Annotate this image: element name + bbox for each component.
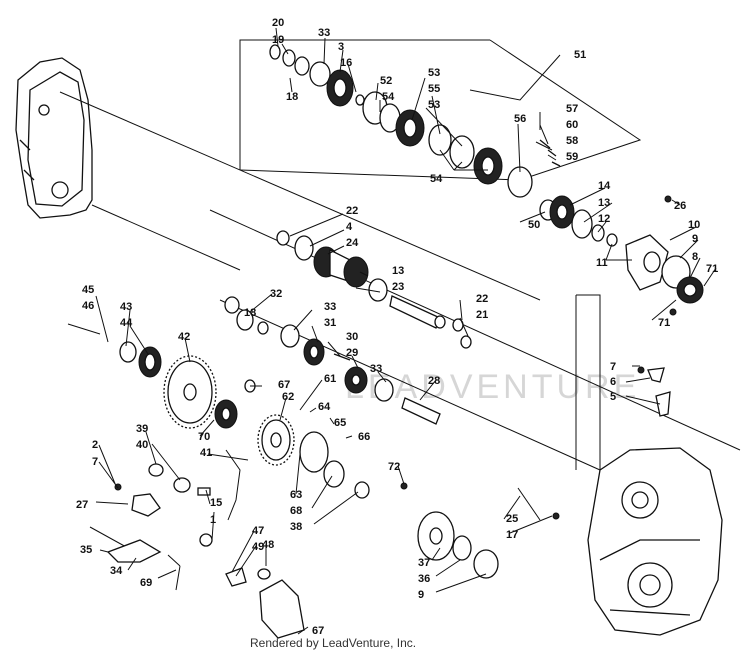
watermark: LEADVENTURE xyxy=(345,368,640,406)
part-number-label: 17 xyxy=(506,529,518,541)
middle-shaft xyxy=(276,230,446,329)
part-number-label: 59 xyxy=(566,151,578,163)
footer-credit: Rendered by LeadVenture, Inc. xyxy=(250,636,417,650)
part-number-label: 27 xyxy=(76,499,88,511)
part-number-label: 65 xyxy=(334,417,346,429)
part-number-label: 62 xyxy=(282,391,294,403)
part-number-label: 16 xyxy=(340,57,352,69)
part-number-label: 7 xyxy=(92,456,98,468)
part-number-label: 45 xyxy=(82,284,94,296)
part-number-label: 2 xyxy=(92,439,98,451)
part-number-label: 64 xyxy=(318,401,331,413)
part-number-label: 5 xyxy=(610,391,616,403)
part-number-label: 63 xyxy=(290,489,302,501)
part-number-label: 57 xyxy=(566,103,578,115)
part-number-label: 50 xyxy=(528,219,540,231)
left-case-housing xyxy=(15,57,93,219)
part-number-label: 70 xyxy=(198,431,210,443)
part-number-label: 9 xyxy=(418,589,424,601)
part-number-label: 66 xyxy=(358,431,370,443)
part-number-label: 29 xyxy=(346,347,358,359)
part-number-label: 68 xyxy=(290,505,302,517)
part-number-label: 54 xyxy=(382,91,395,103)
leader-lines xyxy=(95,27,717,635)
part-number-label: 40 xyxy=(136,439,148,451)
part-number-label: 37 xyxy=(418,557,430,569)
part-number-label: 33 xyxy=(318,27,330,39)
part-number-label: 39 xyxy=(136,423,148,435)
part-number-label: 3 xyxy=(338,41,344,53)
part-number-label: 60 xyxy=(566,119,578,131)
right-case-housing xyxy=(587,447,723,636)
part-number-label: 33 xyxy=(370,363,382,375)
part-number-label: 34 xyxy=(110,565,123,577)
upper-gear-train xyxy=(269,44,704,304)
part-number-label: 56 xyxy=(514,113,526,125)
part-number-label: 30 xyxy=(346,331,358,343)
sprocket-assembly xyxy=(67,323,370,521)
part-number-label: 22 xyxy=(476,293,488,305)
part-number-label: 24 xyxy=(346,237,359,249)
part-number-label: 48 xyxy=(262,539,274,551)
part-number-label: 69 xyxy=(140,577,152,589)
part-number-label: 47 xyxy=(252,525,264,537)
part-number-label: 31 xyxy=(324,317,336,329)
part-number-label: 54 xyxy=(430,173,443,185)
part-number-label: 67 xyxy=(278,379,290,391)
part-number-label: 71 xyxy=(658,317,670,329)
main-axis-line xyxy=(59,39,741,471)
part-number-label: 36 xyxy=(418,573,430,585)
part-number-label: 18 xyxy=(286,91,298,103)
part-number-label: 13 xyxy=(598,197,610,209)
part-number-label: 43 xyxy=(120,301,132,313)
part-number-label: 46 xyxy=(82,300,94,312)
part-number-label: 10 xyxy=(688,219,700,231)
part-number-label: 33 xyxy=(324,301,336,313)
part-number-label: 19 xyxy=(272,34,284,46)
part-number-label: 35 xyxy=(80,544,92,556)
part-number-label: 9 xyxy=(692,233,698,245)
part-number-label: 72 xyxy=(388,461,400,473)
part-number-label: 13 xyxy=(392,265,404,277)
part-number-label: 41 xyxy=(200,447,212,459)
part-number-label: 11 xyxy=(596,257,608,269)
part-number-label: 28 xyxy=(428,375,440,387)
part-number-label: 4 xyxy=(346,221,353,233)
right-small-parts xyxy=(400,195,677,579)
lower-pieces xyxy=(89,463,305,639)
part-number-label: 22 xyxy=(346,205,358,217)
part-number-label: 18 xyxy=(244,307,256,319)
part-number-label: 14 xyxy=(598,180,611,192)
part-number-label: 52 xyxy=(380,75,392,87)
part-number-label: 42 xyxy=(178,331,190,343)
part-number-label: 1 xyxy=(210,514,216,526)
part-number-label: 12 xyxy=(598,213,610,225)
part-number-label: 20 xyxy=(272,17,284,29)
part-number-label: 23 xyxy=(392,281,404,293)
lower-shaft xyxy=(224,296,472,425)
part-number-label: 49 xyxy=(252,541,264,553)
part-number-label: 55 xyxy=(428,83,440,95)
part-number-label: 53 xyxy=(428,99,440,111)
part-number-label: 61 xyxy=(324,373,336,385)
part-number-label: 8 xyxy=(692,251,698,263)
part-number-label: 71 xyxy=(706,263,718,275)
part-number-label: 6 xyxy=(610,376,616,388)
part-number-label: 21 xyxy=(476,309,488,321)
part-number-label: 15 xyxy=(210,497,222,509)
part-number-label: 53 xyxy=(428,67,440,79)
part-number-label: 67 xyxy=(312,625,324,637)
part-number-label: 32 xyxy=(270,288,282,300)
part-number-label: 7 xyxy=(610,361,616,373)
part-number-label: 58 xyxy=(566,135,578,147)
part-number-label: 51 xyxy=(574,49,586,61)
part-number-label: 38 xyxy=(290,521,302,533)
part-number-label: 25 xyxy=(506,513,518,525)
part-number-label: 44 xyxy=(120,317,133,329)
part-number-label: 26 xyxy=(674,200,686,212)
